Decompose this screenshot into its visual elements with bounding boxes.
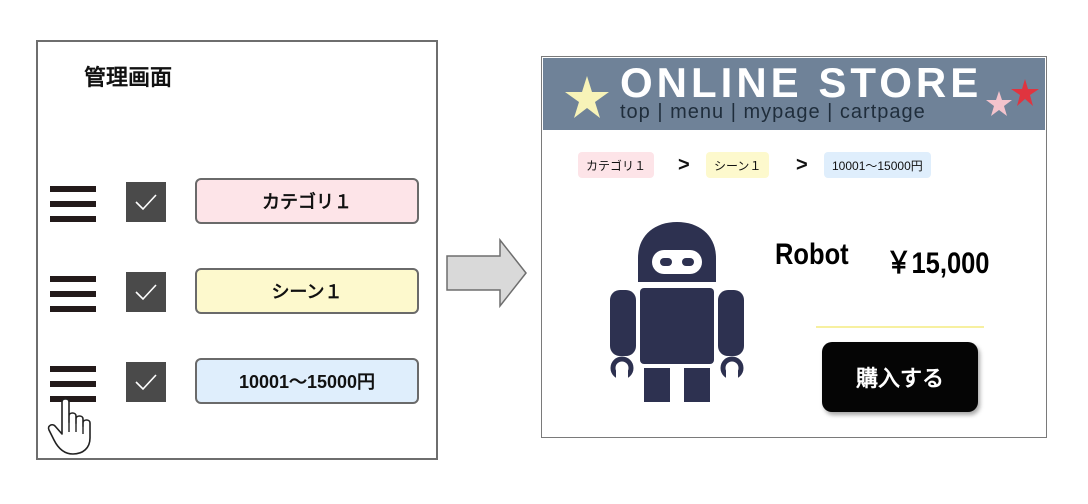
checkbox-price[interactable] (126, 362, 166, 402)
breadcrumb-separator: > (796, 154, 808, 176)
checkbox-category[interactable] (126, 182, 166, 222)
admin-title: 管理画面 (84, 65, 173, 90)
product-price: ￥15,000 (886, 247, 990, 280)
tag-scene[interactable]: シーン１ (195, 268, 419, 314)
checkbox-scene[interactable] (126, 272, 166, 312)
check-icon (135, 284, 157, 301)
robot-icon (610, 222, 744, 402)
breadcrumb-category[interactable]: カテゴリ１ (578, 152, 655, 178)
store-title: ONLINE STORE (620, 59, 983, 106)
buy-button[interactable]: 購入する (822, 342, 978, 412)
product-name: Robot (775, 238, 849, 271)
star-icon (986, 91, 1012, 116)
breadcrumb-separator: > (678, 154, 690, 176)
tag-category[interactable]: カテゴリ１ (195, 178, 419, 224)
breadcrumb-price-range[interactable]: 10001〜15000円 (824, 152, 931, 178)
breadcrumb-scene[interactable]: シーン１ (706, 152, 770, 178)
check-icon (135, 374, 157, 391)
star-icon (1011, 79, 1039, 106)
store-nav[interactable]: top | menu | mypage | cartpage (620, 101, 926, 123)
star-icon (565, 76, 609, 118)
divider (816, 326, 984, 328)
drag-handle-icon[interactable] (50, 276, 96, 314)
drag-handle-icon[interactable] (50, 186, 96, 224)
store-header (543, 58, 1045, 130)
hand-pointer-icon (47, 398, 91, 455)
drag-handle-icon[interactable] (50, 366, 96, 404)
tag-price-range[interactable]: 10001〜15000円 (195, 358, 419, 404)
check-icon (135, 194, 157, 211)
flow-arrow-icon (446, 238, 527, 308)
